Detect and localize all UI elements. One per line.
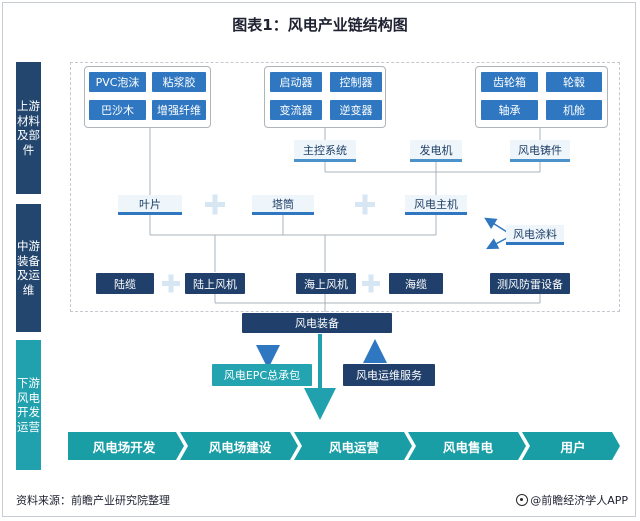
node-hub: 轮毂 [546, 72, 602, 92]
value-chain: 风电场开发 风电场建设 风电运营 风电售电 用户 [68, 432, 620, 460]
node-pvc-foam: PVC泡沫 [89, 72, 146, 92]
node-land-turbine: 陆上风机 [185, 273, 245, 294]
node-om: 风电运维服务 [343, 364, 435, 386]
node-equipment: 风电装备 [242, 313, 392, 333]
brand-credit: @前瞻经济学人APP [516, 492, 628, 508]
node-starter: 启动器 [270, 72, 322, 92]
node-tower: 塔筒 [252, 195, 314, 215]
node-gearbox: 齿轮箱 [481, 72, 538, 92]
stage-upstream: 上游材料及部件 [16, 62, 41, 194]
node-converter: 变流器 [270, 100, 322, 120]
node-coating: 风电涂料 [506, 225, 564, 245]
node-land-cable: 陆缆 [96, 273, 154, 294]
node-inverter: 逆变器 [330, 100, 382, 120]
node-controller: 控制器 [330, 72, 382, 92]
node-lightning: 测风防雷设备 [490, 273, 570, 294]
node-main-unit: 风电主机 [405, 195, 467, 215]
node-sea-turbine: 海上风机 [296, 273, 356, 294]
node-generator: 发电机 [410, 140, 462, 162]
chain-step-construction: 风电场建设 [208, 439, 272, 455]
chain-step-user: 用户 [560, 439, 586, 455]
node-nacelle: 机舱 [546, 100, 602, 120]
chain-step-development: 风电场开发 [92, 439, 156, 455]
chain-step-operation: 风电运营 [328, 439, 379, 455]
node-epc: 风电EPC总承包 [212, 364, 312, 386]
upstream-midstream-area [70, 62, 620, 312]
node-balsa: 巴沙木 [89, 100, 146, 120]
stage-midstream: 中游装备及运维 [16, 204, 41, 332]
node-casting: 风电铸件 [510, 140, 570, 162]
node-adhesive: 粘浆胶 [152, 72, 206, 92]
brand-logo-icon [516, 494, 529, 506]
stage-downstream: 下游风电开发运营 [16, 340, 41, 470]
source-note: 资料来源：前瞻产业研究院整理 [16, 494, 170, 507]
node-sea-cable: 海缆 [389, 273, 443, 294]
diagram-frame [2, 2, 636, 517]
node-bearing: 轴承 [481, 100, 538, 120]
node-main-control: 主控系统 [294, 140, 356, 162]
brand-text: @前瞻经济学人APP [530, 494, 628, 507]
node-fiber: 增强纤维 [152, 100, 206, 120]
diagram-title: 图表1：风电产业链结构图 [232, 16, 408, 34]
chain-step-sales: 风电售电 [442, 439, 493, 455]
node-blade: 叶片 [118, 195, 182, 215]
